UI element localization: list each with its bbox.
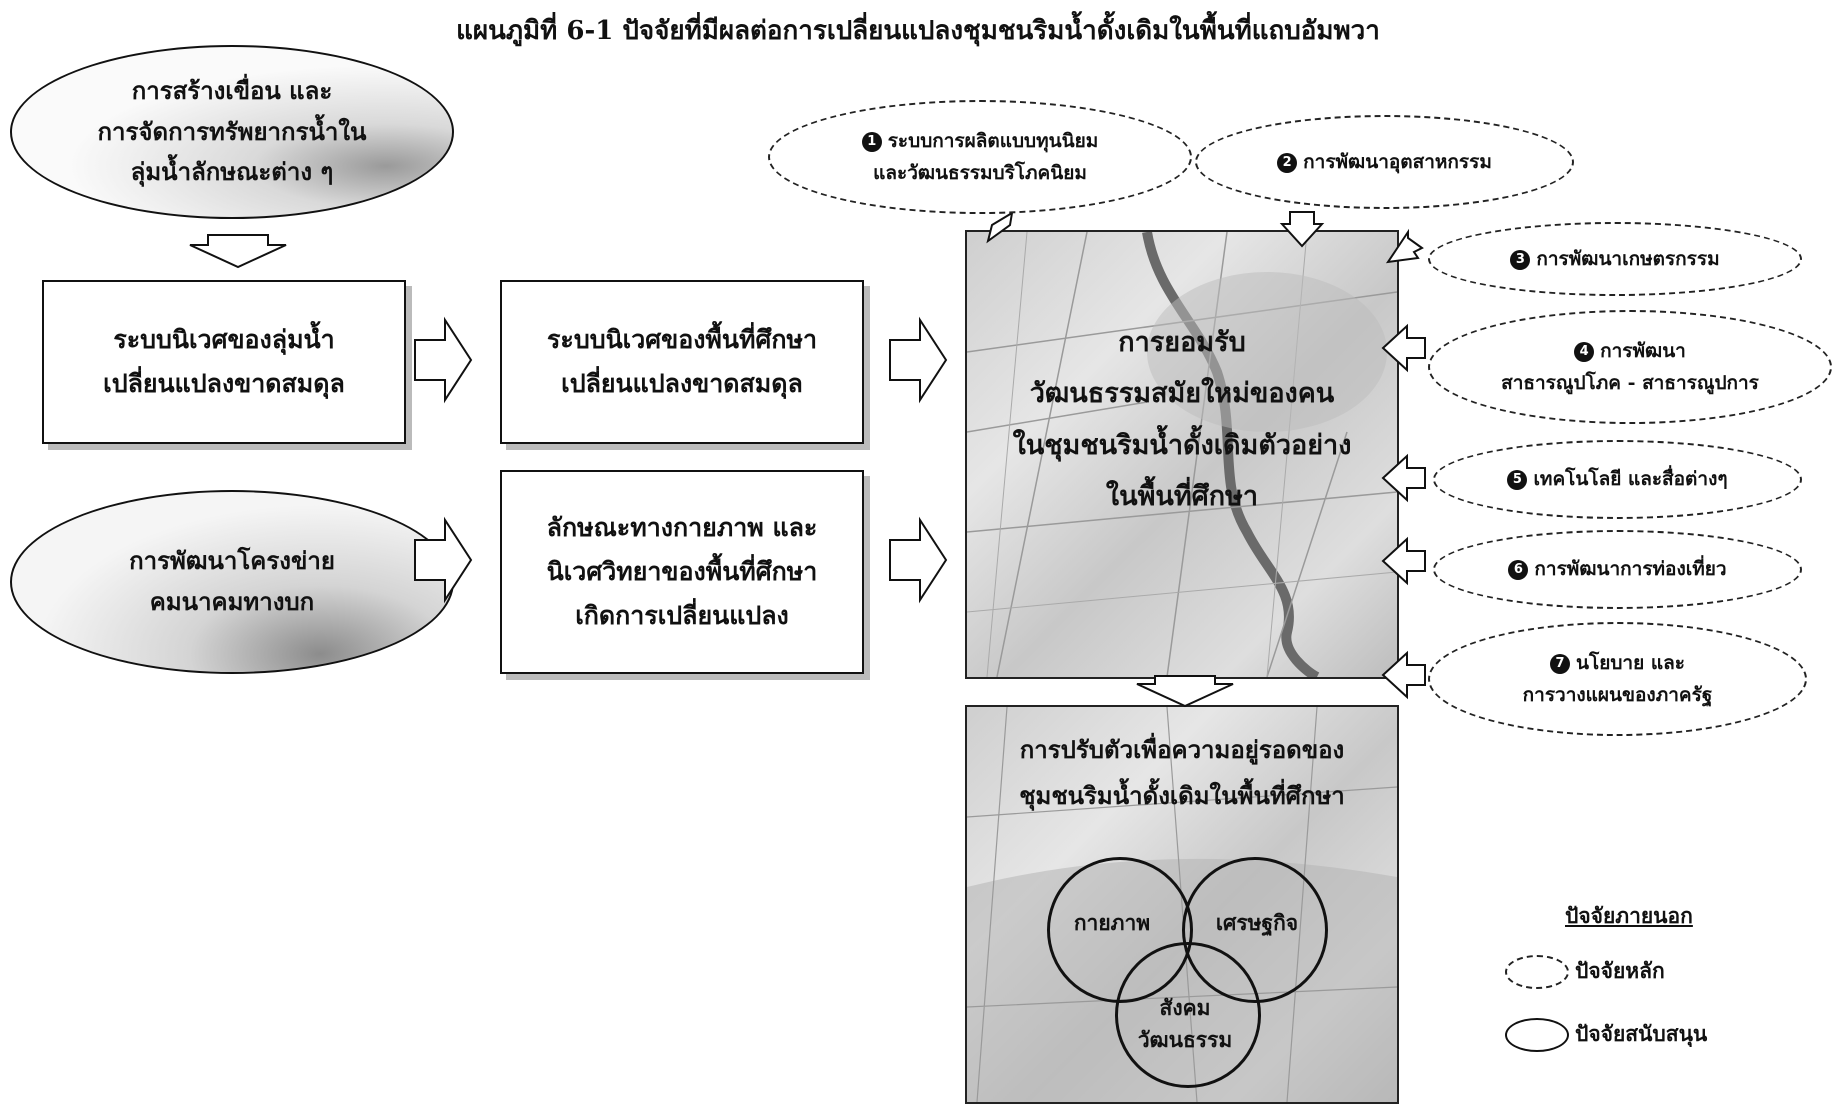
right-arrow-icon [414,316,473,404]
left-arrow-icon [1381,323,1426,373]
text-line: เทคโนโลยี และสื่อต่างๆ [1533,468,1728,491]
number-badge: 4 [1574,341,1595,362]
text-line: ในชุมชนริมน้ำดั้งเดิมตัวอย่าง [1012,429,1352,461]
basin-ecosystem-box: ระบบนิเวศของลุ่มน้ำ เปลี่ยนแปลงขาดสมดุล [42,280,406,444]
venn-economic-label: เศรษฐกิจ [1215,910,1299,935]
legend-title: ปัจจัยภายนอก [1565,903,1693,928]
number-badge: 5 [1507,470,1528,491]
number-badge: 3 [1510,249,1531,270]
legend-support-label: ปัจจัยสนับสนุน [1575,1021,1708,1046]
text-line: ระบบนิเวศของลุ่มน้ำ [113,325,335,355]
number-badge: 7 [1550,653,1571,674]
text-line: และวัฒนธรรมบริโภคนิยม [873,162,1087,184]
study-area-ecosystem-box: ระบบนิเวศของพื้นที่ศึกษา เปลี่ยนแปลงขาดส… [500,280,864,444]
center-map-text: การยอมรับ วัฒนธรรมสมัยใหม่ของคน ในชุมชนร… [967,317,1397,522]
road-network-ellipse: การพัฒนาโครงข่าย คมนาคมทางบก [10,490,454,674]
text-line: นโยบาย และ [1576,651,1685,674]
right-arrow-icon [414,516,473,604]
venn-social-circle [1115,942,1261,1088]
text-line: ในพื้นที่ศึกษา [1105,480,1259,512]
text-line: ชุมชนริมน้ำดั้งเดิมในพื้นที่ศึกษา [1019,780,1345,810]
text-line: การวางแผนของภาครัฐ [1522,684,1713,706]
text-line: ลักษณะทางกายภาพ และ [546,513,818,543]
text-line: การยอมรับ [1118,327,1246,358]
legend-solid-ellipse-icon [1505,1018,1569,1052]
text-line: การพัฒนาโครงข่าย [129,546,335,576]
text-line: การพัฒนาเกษตรกรรม [1536,247,1720,270]
bottom-map-text: การปรับตัวเพื่อความอยู่รอดของ ชุมชนริมน้… [967,727,1397,818]
text-line: เกิดการเปลี่ยนแปลง [575,600,789,630]
map-texture [967,232,1397,677]
ellipse-text: การสร้างเขื่อน และ การจัดการทรัพยากรน้ำใ… [98,71,367,193]
text-line: นิเวศวิทยาของพื้นที่ศึกษา [546,557,818,587]
ellipse-text: การพัฒนาโครงข่าย คมนาคมทางบก [129,541,335,623]
right-arrow-icon [889,316,948,404]
text-line: การพัฒนา [1600,339,1686,362]
number-badge: 1 [861,131,882,152]
venn-physical-label: กายภาพ [1073,910,1151,935]
venn-culture-text: วัฒนธรรม [1137,1026,1233,1052]
text-line: การสร้างเขื่อน และ [131,75,333,105]
text-line: สาธารณูปโภค - สาธารณูปการ [1501,372,1759,394]
diag-arrow-icon [986,211,1014,244]
text-line: เปลี่ยนแปลงขาดสมดุล [103,369,345,398]
down-arrow-icon [1136,675,1234,708]
bottom-map-panel: การปรับตัวเพื่อความอยู่รอดของ ชุมชนริมน้… [965,705,1399,1104]
text-line: การพัฒนาอุตสาหกรรม [1303,150,1492,173]
legend-dashed-ellipse-icon [1505,955,1569,989]
text-line: ระบบนิเวศของพื้นที่ศึกษา [546,325,818,355]
center-map-panel: การยอมรับ วัฒนธรรมสมัยใหม่ของคน ในชุมชนร… [965,230,1399,679]
legend-main-label: ปัจจัยหลัก [1575,958,1665,983]
venn-social-label: สังคม วัฒนธรรม [1135,992,1235,1055]
diagram-title: แผนภูมิที่ 6-1 ปัจจัยที่มีผลต่อการเปลี่ย… [456,16,1380,46]
text-line: คมนาคมทางบก [149,587,315,616]
right-arrow-icon [889,516,948,604]
left-arrow-icon [1381,453,1426,503]
text-line: ระบบการผลิตแบบทุนนิยม [887,129,1099,152]
left-arrow-icon [1385,228,1424,264]
text-line: ลุ่มน้ำลักษณะต่าง ๆ [130,157,334,187]
venn-social-text: สังคม [1159,995,1211,1020]
physical-ecology-change-box: ลักษณะทางกายภาพ และ นิเวศวิทยาของพื้นที่… [500,470,864,674]
down-arrow-icon [189,234,287,269]
text-line: การจัดการทรัพยากรน้ำใน [97,116,367,146]
text-line: เปลี่ยนแปลงขาดสมดุล [561,369,803,398]
text-line: วัฒนธรรมสมัยใหม่ของคน [1029,378,1335,410]
down-arrow-icon [1279,211,1325,248]
number-badge: 2 [1277,152,1298,173]
text-line: การพัฒนาการท่องเที่ยว [1534,558,1727,581]
number-badge: 6 [1508,560,1529,581]
left-arrow-icon [1381,650,1426,700]
left-arrow-icon [1381,536,1426,586]
text-line: การปรับตัวเพื่อความอยู่รอดของ [1019,735,1345,764]
dam-water-management-ellipse: การสร้างเขื่อน และ การจัดการทรัพยากรน้ำใ… [10,45,454,219]
